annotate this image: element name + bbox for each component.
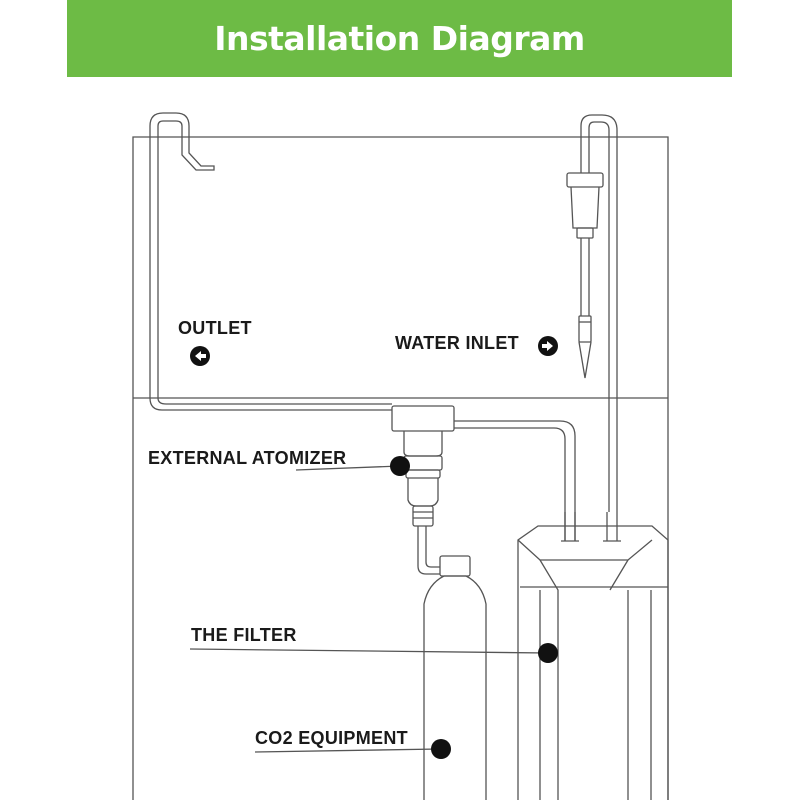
external-atomizer-label: EXTERNAL ATOMIZER — [148, 448, 347, 468]
co2-hose — [417, 526, 440, 575]
water-inlet-pipe — [580, 114, 618, 512]
co2-cylinder — [423, 575, 487, 800]
arrow-right-circle-icon — [538, 336, 558, 356]
external-atomizer-dot — [390, 456, 410, 476]
atomizer-body — [403, 431, 443, 457]
outlet-label: OUTLET — [178, 318, 252, 338]
aquarium-tank — [132, 136, 669, 800]
inlet-strainer — [566, 172, 604, 188]
connection-pipe — [149, 397, 392, 411]
pipe-to-filter — [454, 420, 576, 541]
page-title: Installation Diagram — [214, 19, 585, 58]
co2-cylinder-valve — [439, 555, 471, 577]
outlet-pipe — [149, 112, 215, 398]
filter-dot — [538, 643, 558, 663]
filter-label: THE FILTER — [191, 625, 297, 645]
co2-equipment-label: CO2 EQUIPMENT — [255, 728, 408, 748]
t-joint — [391, 405, 455, 432]
filter-canister — [517, 525, 669, 800]
arrow-left-circle-icon — [190, 346, 210, 366]
water-inlet-label: WATER INLET — [395, 333, 519, 353]
co2-equipment-dot — [431, 739, 451, 759]
title-banner: Installation Diagram — [67, 0, 732, 77]
